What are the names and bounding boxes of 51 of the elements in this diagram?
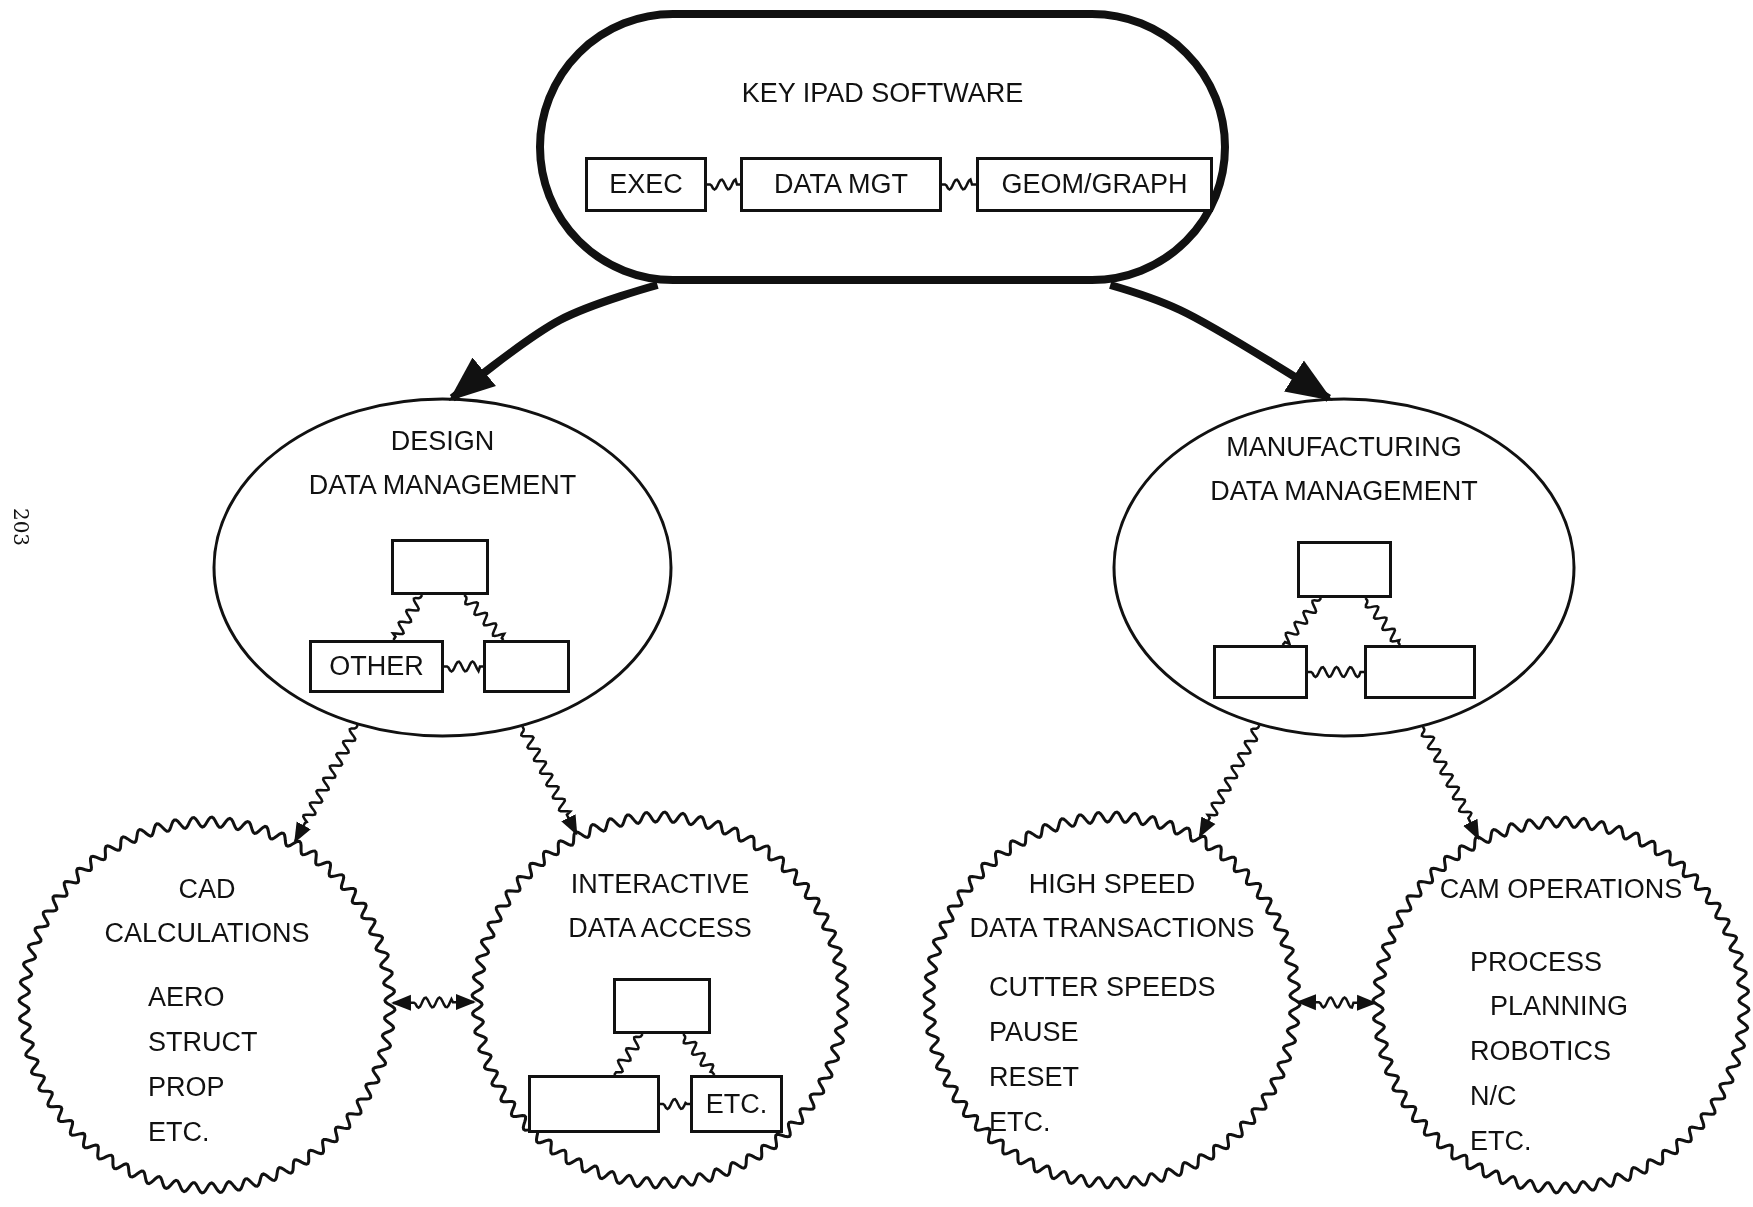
process-box: ETC. (690, 1075, 783, 1133)
arrow (1420, 726, 1480, 841)
process-box: DATA MGT (740, 157, 942, 212)
list-item: ETC. (1470, 1125, 1533, 1158)
list-item: RESET (989, 1061, 1081, 1094)
process-box (483, 640, 570, 693)
process-box: OTHER (309, 640, 444, 693)
wavy-connector (1364, 597, 1402, 646)
heading-text: MANUFACTURING DATA MANAGEMENT (1209, 431, 1479, 508)
wavy-connector (682, 1033, 716, 1076)
list-item: ROBOTICS (1470, 1035, 1612, 1068)
wavy-connector (613, 1033, 644, 1076)
process-box (613, 978, 711, 1034)
arrow (294, 724, 359, 843)
process-box (1297, 541, 1392, 598)
arrow (1109, 281, 1333, 402)
process-box: GEOM/GRAPH (976, 157, 1213, 212)
list-item: PROCESS PLANNING (1470, 946, 1630, 1023)
heading-text: DESIGN DATA MANAGEMENT (307, 425, 578, 502)
arrow (391, 994, 476, 1011)
wavy-connector (1281, 597, 1323, 646)
process-box (1213, 645, 1308, 699)
oval-node (1112, 397, 1576, 738)
process-box (391, 539, 489, 595)
list-item: N/C (1470, 1080, 1518, 1113)
process-box (528, 1075, 660, 1133)
wavy-connector (660, 1097, 692, 1111)
list-item: AERO (148, 981, 226, 1014)
process-box (1364, 645, 1476, 699)
wavy-connector (942, 177, 977, 192)
heading-text: INTERACTIVE DATA ACCESS (567, 868, 753, 945)
list-item: PROP (148, 1071, 226, 1104)
heading-text: KEY IPAD SOFTWARE (740, 77, 1025, 110)
list-item: CUTTER SPEEDS (989, 971, 1217, 1004)
wavy-connector (444, 659, 485, 674)
list-item: ETC. (148, 1116, 211, 1149)
page-number: 203 (9, 507, 34, 547)
heading-text: CAD CALCULATIONS (103, 873, 311, 950)
wavy-connector (707, 177, 742, 192)
wavy-connector (1308, 665, 1365, 679)
arrow (1198, 724, 1261, 838)
heading-text: HIGH SPEED DATA TRANSACTIONS (968, 868, 1256, 945)
list-item: PAUSE (989, 1016, 1080, 1049)
heading-text: CAM OPERATIONS (1438, 873, 1684, 906)
arrow (519, 725, 578, 836)
list-item: ETC. (989, 1106, 1052, 1139)
oval-node (212, 397, 673, 738)
wavy-connector (390, 594, 424, 641)
list-item: STRUCT (148, 1026, 259, 1059)
wavy-connector (463, 594, 507, 641)
process-box: EXEC (585, 157, 707, 212)
